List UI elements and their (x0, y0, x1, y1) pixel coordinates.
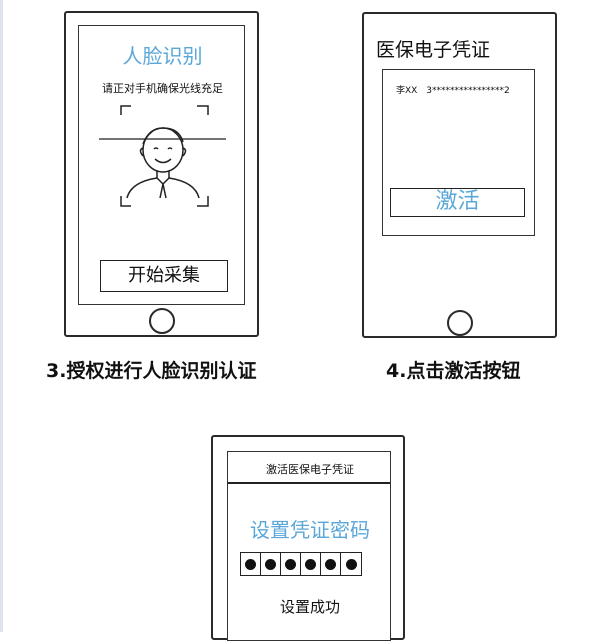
start-capture-button[interactable]: 开始采集 (100, 260, 228, 292)
pin-cell (261, 553, 281, 575)
pin-cell (321, 553, 341, 575)
phone-screen: 人脸识别 请正对手机确保光线充足 (78, 25, 245, 305)
insurance-voucher-title: 医保电子凭证 (376, 39, 491, 61)
face-scan-frame-icon (99, 105, 226, 207)
pin-dot (265, 558, 276, 570)
left-edge-line (0, 0, 3, 632)
pin-dot (345, 558, 357, 570)
header-divider (228, 482, 390, 484)
activate-header: 激活医保电子凭证 (266, 463, 354, 476)
voucher-card: 李XX 3****************2 激活 (382, 69, 535, 236)
phone-set-password: 激活医保电子凭证 设置凭证密码 设置成功 (211, 435, 405, 641)
voucher-holder: 李XX 3****************2 (396, 83, 510, 96)
step3-caption: 3.授权进行人脸识别认证 (46, 360, 257, 382)
home-button[interactable] (447, 310, 473, 336)
pin-dot (305, 558, 316, 570)
holder-name: 李XX (396, 86, 418, 96)
activate-button[interactable]: 激活 (390, 188, 525, 217)
pin-dot (285, 558, 296, 570)
pin-cell (241, 553, 261, 575)
pin-cell (301, 553, 321, 575)
face-recognition-hint: 请正对手机确保光线充足 (102, 82, 223, 95)
home-button[interactable] (149, 308, 175, 334)
phone-face-recognition: 人脸识别 请正对手机确保光线充足 (64, 11, 259, 337)
pin-cell (281, 553, 301, 575)
step4-caption: 4.点击激活按钮 (386, 360, 521, 382)
pin-dot (245, 558, 256, 570)
set-password-title: 设置凭证密码 (250, 518, 370, 542)
phone-screen: 激活医保电子凭证 设置凭证密码 设置成功 (227, 451, 391, 641)
pin-cell (341, 553, 361, 575)
face-recognition-title: 人脸识别 (122, 44, 203, 68)
holder-id: 3****************2 (426, 86, 510, 96)
password-input[interactable] (240, 552, 362, 576)
pin-dot (325, 558, 336, 570)
set-success-text: 设置成功 (279, 598, 340, 616)
phone-activate: 医保电子凭证 李XX 3****************2 激活 (362, 12, 557, 338)
